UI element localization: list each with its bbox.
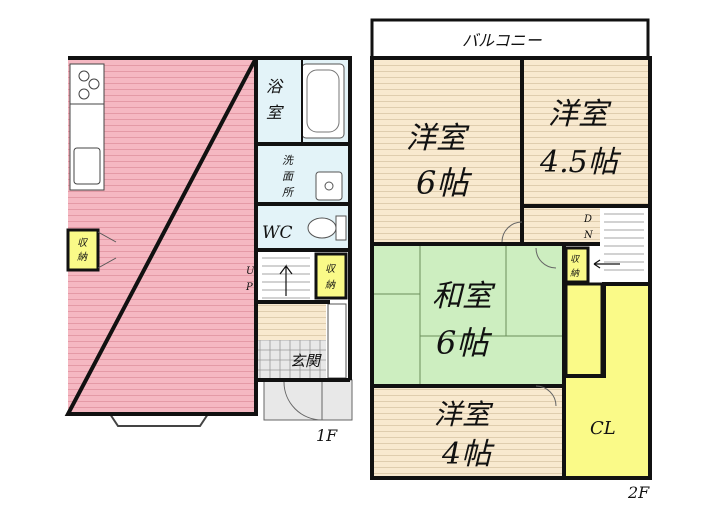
wc-label: WC — [262, 223, 292, 243]
kitchen-sink — [73, 147, 101, 185]
stair-2f — [600, 206, 648, 282]
wash-basin — [315, 171, 343, 201]
western-room-4-5-name: 洋室 — [548, 97, 612, 132]
burner-icon — [78, 88, 90, 100]
ldk-storage-label-2: 納 — [77, 251, 88, 263]
walls-1f — [64, 56, 352, 416]
tatami-lines — [374, 246, 564, 384]
cl-label: CL — [590, 418, 616, 439]
door-swing — [535, 247, 557, 269]
burner-icon — [78, 70, 90, 82]
bath-label-1: 浴 — [266, 77, 284, 96]
floor-2-label: 2F — [627, 483, 650, 502]
stair-arrow-icon — [279, 264, 293, 296]
stair-storage-label-1: 収 — [325, 263, 336, 275]
kitchen-stove — [69, 63, 105, 105]
door-swing — [97, 231, 117, 269]
floor-2: バルコニー 洋室 6帖 洋室 4.5帖 D N 収 納 和室 6帖 押 入 CL — [370, 18, 652, 502]
door-swing — [283, 381, 323, 421]
toilet-tank — [335, 215, 347, 241]
western-room-4 — [374, 388, 564, 476]
washroom-label-1: 洗 — [282, 154, 294, 167]
door-swing — [501, 221, 523, 243]
washroom-label-3: 所 — [282, 186, 295, 199]
stair-storage-label-2: 納 — [325, 279, 336, 291]
burner-icon — [88, 78, 100, 90]
western-room-6 — [374, 60, 522, 242]
stair-down-label-1: D — [583, 214, 592, 225]
entrance — [256, 340, 326, 378]
japanese-room-size: 6帖 — [436, 324, 492, 362]
western-room-4-name: 洋室 — [434, 398, 494, 431]
stair-arrow-icon — [593, 259, 620, 269]
stair-1f — [256, 250, 314, 302]
storage-2f-label-1: 収 — [570, 254, 580, 265]
western-room-4-5 — [524, 60, 648, 206]
walls-2f — [370, 56, 652, 480]
floor-1-label: 1F — [316, 426, 338, 445]
hallway — [256, 302, 326, 340]
stair-up-label-2: P — [245, 282, 253, 293]
western-room-6-name: 洋室 — [406, 121, 470, 156]
balcony-label: バルコニー — [462, 31, 543, 50]
door-swing — [535, 385, 557, 407]
entrance-label: 玄関 — [290, 352, 322, 370]
western-room-4-size: 4帖 — [441, 437, 495, 472]
storage-2f-label-2: 納 — [570, 268, 580, 279]
stair-storage — [314, 252, 348, 300]
japanese-room-name: 和室 — [432, 279, 496, 314]
washroom-label-2: 面 — [282, 170, 295, 183]
shoe-cabinet — [327, 303, 347, 379]
bay-window — [109, 413, 209, 427]
ldk-storage — [66, 228, 100, 272]
porch — [263, 379, 353, 421]
western-room-4-5-size: 4.5帖 — [539, 145, 622, 180]
western-room-6-size: 6帖 — [416, 164, 472, 202]
stair-up-label-1: U — [246, 266, 255, 277]
bath-label-2: 室 — [266, 103, 284, 122]
floor-1: 収 納 浴 室 洗 面 所 WC U P 収 納 玄 — [64, 56, 353, 445]
ldk-storage-label-1: 収 — [77, 237, 88, 249]
toilet-bowl — [307, 217, 337, 239]
stair-down-label-2: N — [583, 230, 594, 241]
japanese-room — [374, 246, 564, 384]
